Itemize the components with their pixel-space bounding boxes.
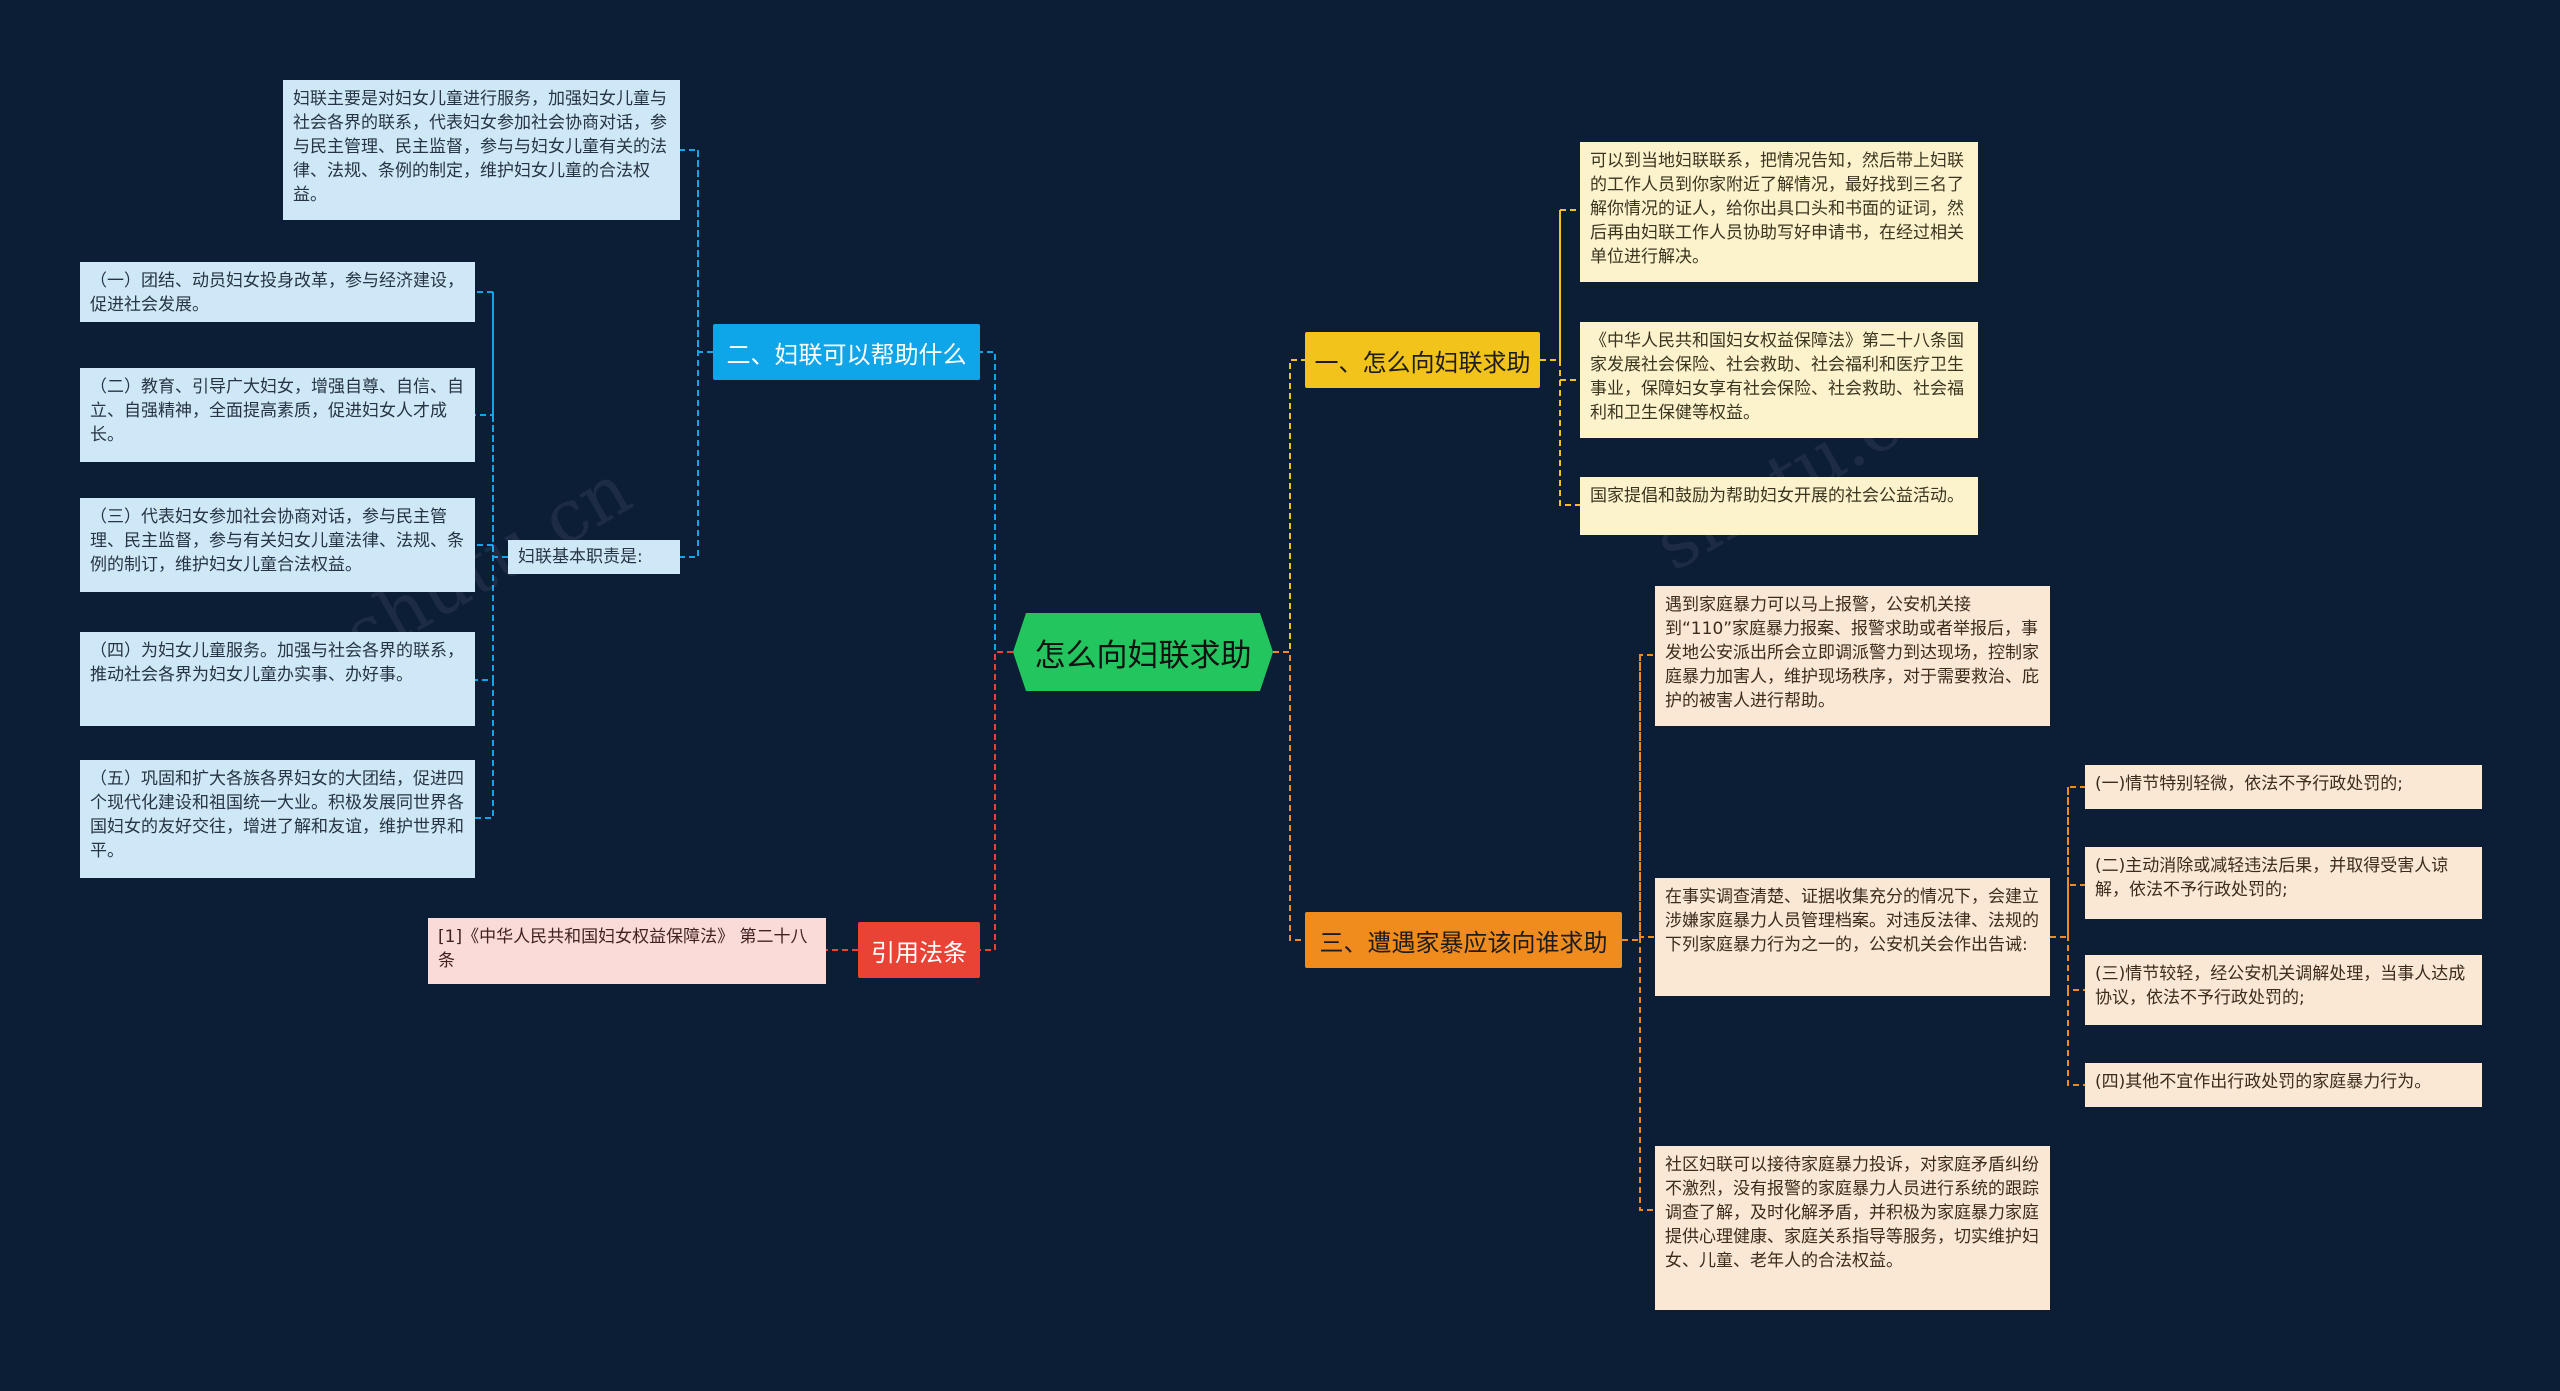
branch-cited-law[interactable]: 引用法条 [858, 922, 980, 978]
link-b3-leaves [1622, 654, 1655, 1211]
branch-what-federation-helps[interactable]: 二、妇联可以帮助什么 [713, 324, 980, 380]
leaf-call-police[interactable]: 遇到家庭暴力可以马上报警，公安机关接到“110”家庭暴力报案、报警求助或者举报后… [1655, 586, 2050, 726]
leaf-federation-services[interactable]: 妇联主要是对妇女儿童进行服务，加强妇女儿童与社会各界的联系，代表妇女参加社会协商… [283, 80, 680, 220]
leaf-duty-5[interactable]: （五）巩固和扩大各族各界妇女的大团结，促进四个现代化建设和祖国统一大业。积极发展… [80, 760, 475, 878]
link-central-b1 [1273, 359, 1305, 653]
leaf-warning-case-4[interactable]: (四)其他不宜作出行政处罚的家庭暴力行为。 [2085, 1063, 2482, 1107]
link-central-b4 [980, 651, 1013, 951]
central-topic[interactable]: 怎么向妇联求助 [1013, 613, 1273, 691]
leaf-duty-3[interactable]: （三）代表妇女参加社会协商对话，参与民主管理、民主监督，参与有关妇女儿童法律、法… [80, 498, 475, 592]
leaf-law-citation[interactable]: [1]《中华人民共和国妇女权益保障法》 第二十八条 [428, 918, 826, 984]
leaf-warning-case-2[interactable]: (二)主动消除或减轻违法后果，并取得受害人谅解，依法不予行政处罚的; [2085, 847, 2482, 919]
leaf-warning-case-3[interactable]: (三)情节较轻，经公安机关调解处理，当事人达成协议，依法不予行政处罚的; [2085, 955, 2482, 1025]
link-b1-leaves [1540, 209, 1580, 506]
link-b2_2-leaves [475, 291, 508, 819]
leaf-duty-2[interactable]: （二）教育、引导广大妇女，增强自尊、自信、自立、自强精神，全面提高素质，促进妇女… [80, 368, 475, 462]
leaf-duty-4[interactable]: （四）为妇女儿童服务。加强与社会各界的联系，推动社会各界为妇女儿童办实事、办好事… [80, 632, 475, 726]
leaf-womens-rights-law-article[interactable]: 《中华人民共和国妇女权益保障法》第二十八条国家发展社会保险、社会救助、社会福利和… [1580, 322, 1978, 438]
link-central-b3 [1273, 651, 1305, 941]
leaf-warning-case-1[interactable]: (一)情节特别轻微，依法不予行政处罚的; [2085, 765, 2482, 809]
link-central-b2 [980, 351, 1013, 653]
leaf-basic-duties-label[interactable]: 妇联基本职责是: [508, 540, 680, 574]
leaf-contact-local-federation[interactable]: 可以到当地妇联联系，把情况告知，然后带上妇联的工作人员到你家附近了解情况，最好找… [1580, 142, 1978, 282]
leaf-public-welfare[interactable]: 国家提倡和鼓励为帮助妇女开展的社会公益活动。 [1580, 477, 1978, 535]
branch-how-to-seek-help[interactable]: 一、怎么向妇联求助 [1305, 332, 1540, 388]
link-b2-leaves [680, 149, 713, 558]
leaf-duty-1[interactable]: （一）团结、动员妇女投身改革，参与经济建设，促进社会发展。 [80, 262, 475, 322]
branch-domestic-violence-help[interactable]: 三、遭遇家暴应该向谁求助 [1305, 912, 1622, 968]
leaf-police-warning[interactable]: 在事实调查清楚、证据收集充分的情况下，会建立涉嫌家庭暴力人员管理档案。对违反法律… [1655, 878, 2050, 996]
leaf-community-federation[interactable]: 社区妇联可以接待家庭暴力投诉，对家庭矛盾纠纷不激烈，没有报警的家庭暴力人员进行系… [1655, 1146, 2050, 1310]
link-b3_2-leaves [2050, 786, 2085, 1086]
